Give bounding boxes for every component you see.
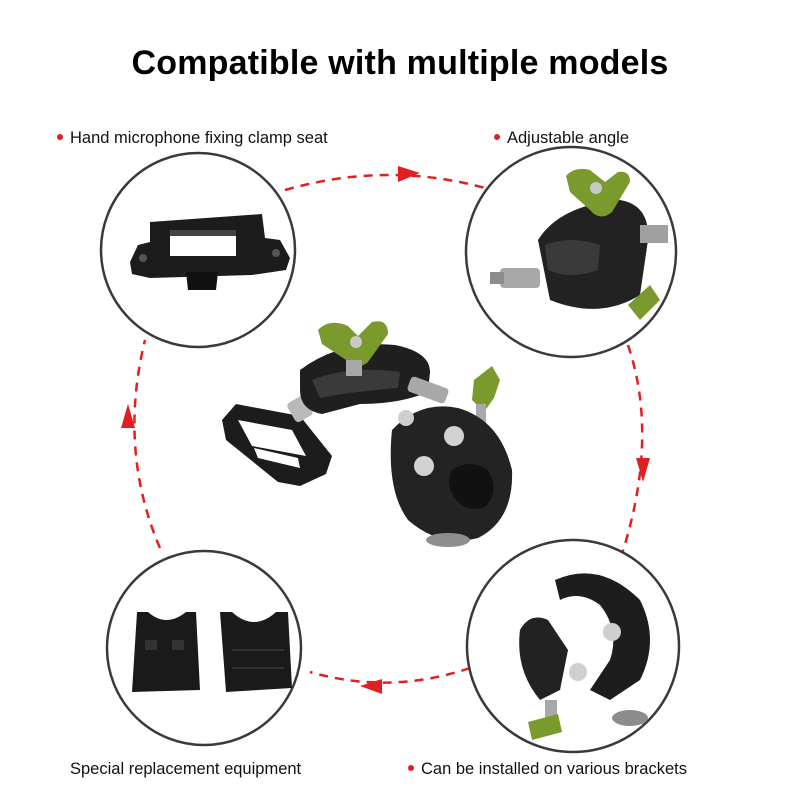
arrow-top	[398, 166, 420, 182]
arc-top	[284, 173, 493, 192]
bullet-dot	[57, 133, 63, 140]
arc-left	[133, 339, 162, 549]
label-text: Hand microphone fixing clamp seat	[70, 129, 328, 147]
label-mic-clamp-seat: Hand microphone fixing clamp seat	[57, 129, 328, 148]
label-replacement-equipment: Special replacement equipment	[70, 760, 301, 779]
bullet-dot	[408, 764, 414, 771]
clamp-bracket-image	[519, 573, 650, 740]
dashed-cycle-path	[133, 173, 644, 684]
bullet-dot	[494, 133, 500, 140]
label-text: Special replacement equipment	[70, 760, 302, 778]
adjustable-angle-image	[490, 168, 668, 320]
arrow-left	[121, 404, 135, 428]
replacement-inserts-image	[132, 612, 292, 692]
label-various-brackets: Can be installed on various brackets	[408, 760, 687, 779]
arrow-right	[636, 458, 650, 482]
arc-right	[618, 344, 644, 561]
circle-bottom-left	[105, 549, 303, 747]
arc-bottom	[309, 666, 471, 684]
page-title: Compatible with multiple models	[131, 44, 669, 82]
label-text: Can be installed on various brackets	[421, 760, 687, 778]
arrow-bottom	[360, 679, 382, 694]
label-adjustable-angle: Adjustable angle	[494, 129, 629, 148]
arrow-heads	[121, 166, 650, 694]
label-text: Adjustable angle	[507, 129, 630, 147]
mic-clamp-seat-image	[130, 214, 290, 290]
center-assembly-image	[222, 321, 513, 547]
